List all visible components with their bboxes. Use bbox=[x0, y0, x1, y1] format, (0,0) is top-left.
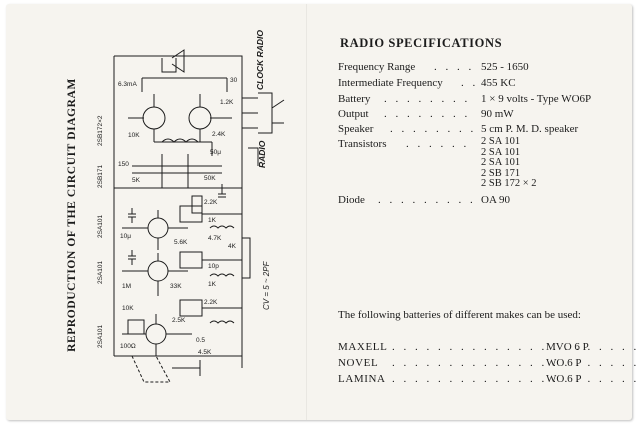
part-label: 4.7K bbox=[208, 235, 222, 242]
page-fold bbox=[306, 4, 307, 420]
transistor-if-1 bbox=[147, 217, 169, 239]
battery-model: MVO 6 P bbox=[546, 341, 589, 353]
spec-value: 525 - 1650 bbox=[481, 61, 529, 73]
spec-label: Diode bbox=[338, 194, 365, 206]
transistor-if-2 bbox=[147, 260, 169, 282]
spec-label: Transistors bbox=[338, 138, 387, 150]
part-label: 10p bbox=[208, 263, 219, 270]
spec-value: 455 KC bbox=[481, 77, 516, 89]
spec-label: Frequency Range bbox=[338, 61, 416, 73]
specifications-title: RADIO SPECIFICATIONS bbox=[340, 36, 503, 50]
spec-label: Speaker bbox=[338, 123, 374, 135]
part-label: 50K bbox=[204, 175, 216, 182]
part-label: 2.4K bbox=[212, 131, 226, 138]
part-label: 33K bbox=[170, 283, 182, 290]
leader-dots: . . . . . . . . . . . . . . . . . . . . … bbox=[392, 373, 640, 385]
leader-dots: . . . . bbox=[434, 61, 475, 73]
spec-label: Intermediate Frequency bbox=[338, 77, 443, 89]
part-label: 1K bbox=[208, 217, 216, 224]
transistor-item: 2 SB 171 bbox=[481, 167, 521, 179]
battery-brand: NOVEL bbox=[338, 357, 379, 369]
part-label: 1M bbox=[122, 283, 132, 290]
part-label: 4K bbox=[228, 243, 236, 250]
transistor-list: 2 SA 101 2 SA 101 2 SA 101 2 SB 171 2 SB… bbox=[481, 136, 537, 190]
transistor-label-output: 2SB172×2 bbox=[97, 115, 104, 146]
transistor-output-1 bbox=[142, 106, 166, 130]
part-label: 10K bbox=[122, 305, 134, 312]
circuit-wiring bbox=[113, 49, 285, 383]
batteries-note: The following batteries of different mak… bbox=[338, 309, 581, 321]
part-label: 6.3mA bbox=[118, 81, 137, 88]
part-label: 150 bbox=[118, 161, 129, 168]
transistor-label-driver: 2SB171 bbox=[97, 164, 104, 188]
transistor-item: 2 SB 172 × 2 bbox=[481, 178, 537, 190]
document-page bbox=[6, 4, 632, 420]
battery-brand: MAXELL bbox=[338, 341, 388, 353]
transistor-item: 2 SA 101 bbox=[481, 157, 521, 169]
part-label: 1.2K bbox=[220, 99, 234, 106]
battery-brand: LAMINA bbox=[338, 373, 386, 385]
part-label: 10K bbox=[128, 132, 140, 139]
spec-label: Output bbox=[338, 108, 369, 120]
part-label: 100Ω bbox=[120, 343, 136, 350]
part-label: 10μ bbox=[120, 233, 131, 240]
spec-value: 5 cm P. M. D. speaker bbox=[481, 123, 579, 135]
spec-value: 1 × 9 volts - Type WO6P bbox=[481, 93, 592, 105]
part-label: 5.6K bbox=[174, 239, 188, 246]
battery-model: WO 6 P bbox=[546, 357, 582, 369]
leader-dots: . . . . . . . . . . . . . . . . . . . . … bbox=[392, 341, 640, 353]
leader-dots: . . . . . . . . . . . . . . . . . . . . … bbox=[392, 357, 640, 369]
part-label: 2.2K bbox=[204, 199, 218, 206]
part-label: 2.5K bbox=[172, 317, 186, 324]
spec-value: OA 90 bbox=[481, 194, 511, 206]
spec-value: 90 mW bbox=[481, 108, 514, 120]
spec-label: Battery bbox=[338, 93, 371, 105]
transistor-label-mixer: 2SA101 bbox=[97, 324, 104, 348]
circuit-diagram-title: REPRODUCTION OF THE CIRCUIT DIAGRAM bbox=[66, 78, 78, 352]
part-label: 5K bbox=[132, 177, 140, 184]
leader-dots: . . . . . . . . . bbox=[378, 194, 476, 206]
transistor-label-if2: 2SA101 bbox=[97, 260, 104, 284]
part-label: 0.5 bbox=[196, 337, 206, 344]
part-label: 50μ bbox=[210, 149, 221, 156]
battery-model: WO 6 P bbox=[546, 373, 582, 385]
leader-dots: . . . . . . . . bbox=[384, 108, 471, 120]
transistor-item: 2 SA 101 bbox=[481, 136, 521, 147]
part-label: 2.2K bbox=[204, 299, 218, 306]
leader-dots: . . bbox=[461, 77, 479, 89]
leader-dots: . . . . . . bbox=[406, 138, 470, 150]
transistor-item: 2 SA 101 bbox=[481, 146, 521, 158]
transistor-mixer bbox=[145, 323, 167, 345]
trimmer-note: CV = 5 ~ 2PF bbox=[262, 261, 271, 310]
part-label: 30 bbox=[230, 77, 238, 84]
circuit-schematic: 2SB172×2 2SB171 2SA101 2SA101 2SA101 CLO… bbox=[92, 30, 302, 398]
part-label: 4.5K bbox=[198, 349, 212, 356]
transistor-label-if1: 2SA101 bbox=[97, 214, 104, 238]
part-label: 1K bbox=[208, 281, 216, 288]
specifications-panel: RADIO SPECIFICATIONS Frequency Range . .… bbox=[338, 0, 640, 430]
transistor-output-2 bbox=[188, 106, 212, 130]
leader-dots: . . . . . . . . bbox=[384, 93, 471, 105]
leader-dots: . . . . . . . . bbox=[390, 123, 477, 135]
